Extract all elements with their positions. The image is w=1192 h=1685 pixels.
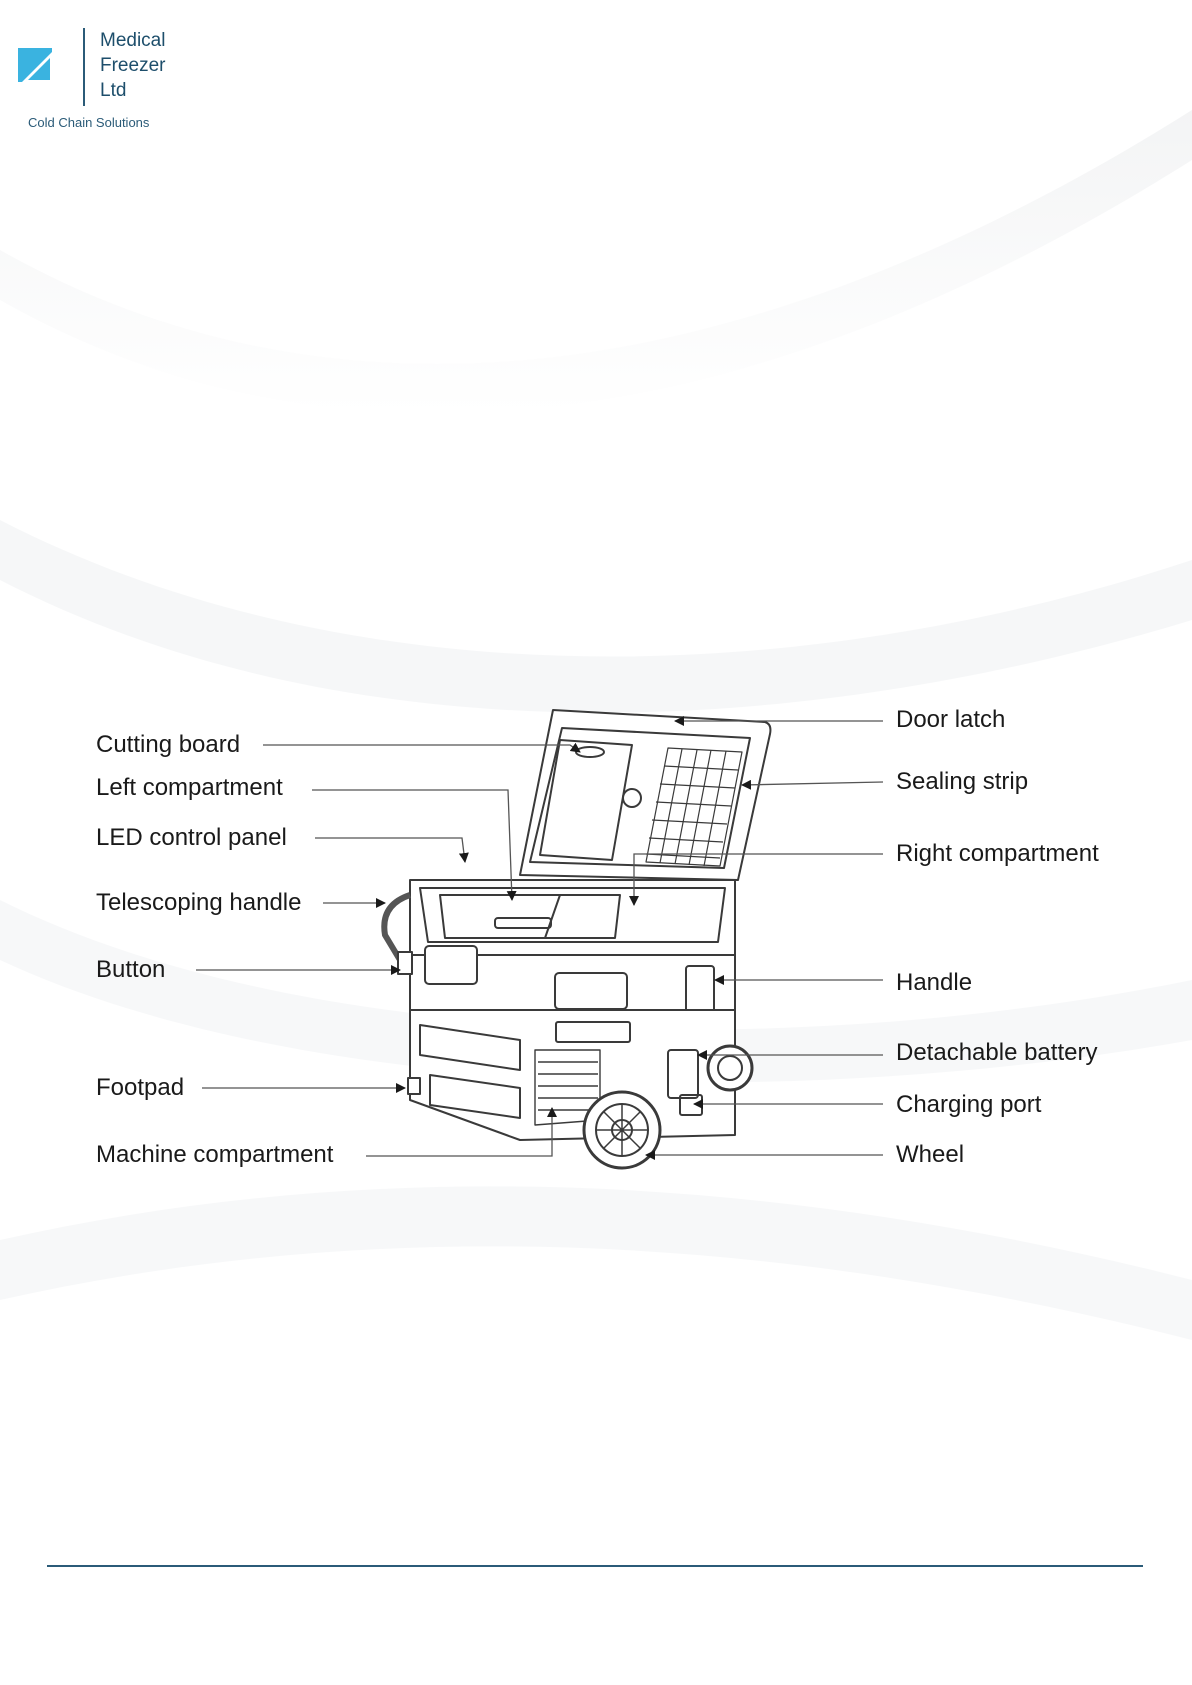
leader-led-control-panel [315, 838, 465, 862]
label-machine-compartment: Machine compartment [96, 1140, 333, 1170]
leader-cutting-board [263, 745, 580, 752]
label-telescoping-handle: Telescoping handle [96, 888, 302, 918]
label-charging-port: Charging port [896, 1090, 1041, 1120]
label-detachable-battery: Detachable battery [896, 1038, 1097, 1068]
label-handle: Handle [896, 968, 972, 998]
label-cutting-board: Cutting board [96, 730, 240, 760]
freezer-illustration [384, 710, 770, 1168]
label-left-compartment: Left compartment [96, 773, 283, 803]
label-wheel: Wheel [896, 1140, 964, 1170]
leader-sealing-strip [742, 782, 883, 785]
label-door-latch: Door latch [896, 705, 1005, 735]
label-footpad: Footpad [96, 1073, 184, 1103]
label-sealing-strip: Sealing strip [896, 767, 1028, 797]
label-button: Button [96, 955, 165, 985]
label-led-control-panel: LED control panel [96, 823, 287, 853]
label-right-compartment: Right compartment [896, 839, 1099, 869]
footer-divider [47, 1565, 1143, 1567]
